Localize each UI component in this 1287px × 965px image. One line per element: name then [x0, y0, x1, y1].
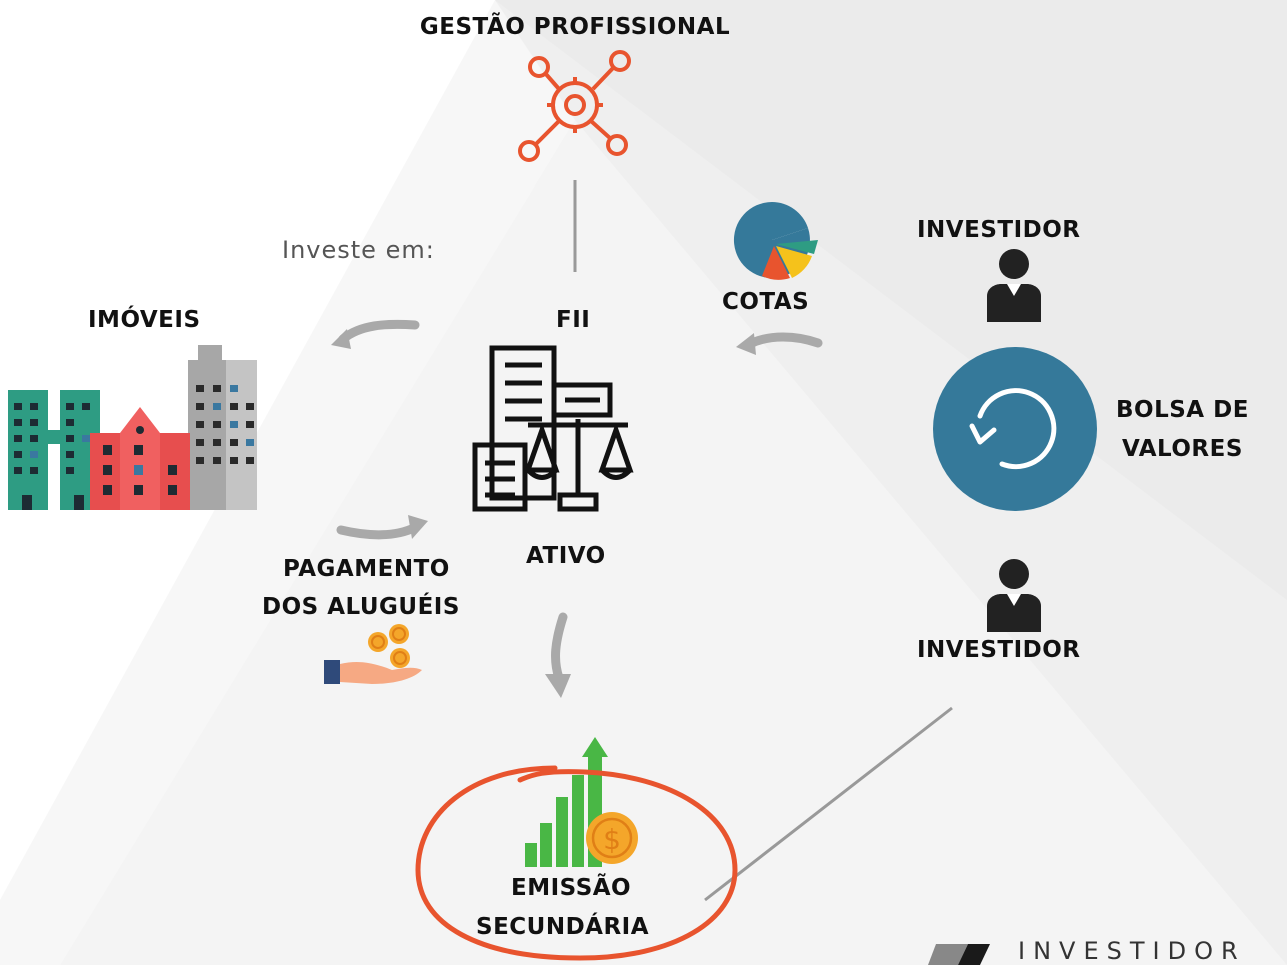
investor-bottom-label: INVESTIDOR — [917, 637, 1081, 663]
asset-label: ATIVO — [526, 543, 606, 569]
rent-payment-line2: DOS ALUGUÉIS — [262, 594, 460, 620]
brand-text: INVESTIDOR — [1018, 937, 1246, 965]
growth-chart-icon: $ — [525, 737, 638, 867]
arrow-down-icon — [545, 612, 571, 698]
invests-in-text: Investe em: — [282, 236, 435, 264]
arrow-right-icon — [336, 515, 428, 540]
brand-logo-icon — [928, 944, 990, 965]
pie-chart-icon — [733, 201, 818, 280]
rent-payment-line1: PAGAMENTO — [283, 556, 450, 582]
gear-network-icon — [518, 50, 631, 162]
person-icon — [987, 559, 1041, 632]
highlight-ellipse — [415, 765, 738, 961]
person-icon — [987, 249, 1041, 322]
city-buildings-icon — [8, 345, 257, 510]
svg-text:$: $ — [603, 823, 621, 856]
fund-label: FII — [556, 307, 591, 333]
exchange-line2: VALORES — [1122, 436, 1243, 462]
issue-line2: SECUNDÁRIA — [476, 914, 650, 940]
arrow-left-icon — [331, 319, 420, 349]
connector-line-investor — [704, 706, 953, 902]
investor-top-label: INVESTIDOR — [917, 217, 1081, 243]
hand-coins-icon — [324, 624, 422, 684]
properties-label: IMÓVEIS — [88, 307, 201, 333]
page-title: GESTÃO PROFISSIONAL — [419, 14, 731, 40]
exchange-line1: BOLSA DE — [1116, 397, 1249, 423]
arrow-left-icon — [736, 332, 823, 355]
shares-label: COTAS — [722, 289, 810, 315]
issue-line1: EMISSÃO — [511, 875, 632, 901]
refresh-circle-icon — [933, 347, 1097, 511]
building-scale-icon — [472, 345, 634, 512]
